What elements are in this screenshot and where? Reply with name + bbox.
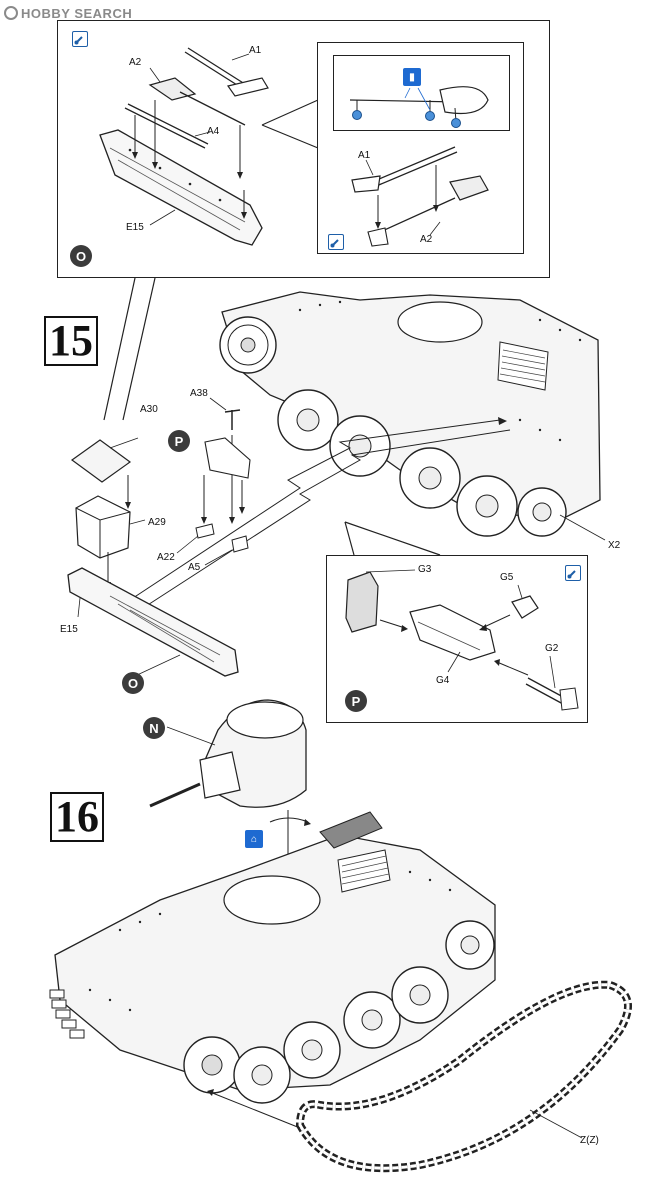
part-label-e15: E15	[126, 222, 144, 233]
part-label-a38: A38	[190, 388, 208, 399]
part-label-a30: A30	[140, 404, 158, 415]
part-label-e15-bottom: E15	[60, 624, 78, 635]
part-label-track: Z(Z)	[580, 1135, 599, 1146]
part-label-g2: G2	[545, 643, 559, 654]
part-label-a2: A2	[129, 57, 142, 68]
logo-text: HOBBY SEARCH	[21, 5, 133, 21]
part-label-x2: X2	[608, 540, 621, 551]
paintbrush-icon	[328, 234, 344, 250]
part-label-a29: A29	[148, 517, 166, 528]
subassembly-marker-p: P	[168, 430, 190, 452]
paintbrush-icon	[565, 565, 581, 581]
subassembly-marker-p: P	[345, 690, 367, 712]
glue-icon: ▮	[403, 68, 421, 86]
part-label-a4: A4	[207, 126, 220, 137]
part-label-a1: A1	[249, 45, 262, 56]
step-number-15: 15	[44, 316, 98, 366]
paintbrush-icon	[72, 31, 88, 47]
logo-mark-icon	[4, 6, 18, 20]
glue-bottle-icon: ⌂	[245, 830, 263, 848]
subassembly-marker-o: O	[122, 672, 144, 694]
part-label-a22: A22	[157, 552, 175, 563]
hobby-search-logo: HOBBY SEARCH	[4, 4, 132, 22]
inset-part-label-a2: A2	[420, 234, 433, 245]
inset-part-label-a1: A1	[358, 150, 371, 161]
part-label-g3: G3	[418, 564, 432, 575]
subassembly-marker-o: O	[70, 245, 92, 267]
part-label-g4: G4	[436, 675, 450, 686]
step-number-16: 16	[50, 792, 104, 842]
part-label-a5: A5	[188, 562, 201, 573]
part-label-g5: G5	[500, 572, 514, 583]
subassembly-marker-n: N	[143, 717, 165, 739]
